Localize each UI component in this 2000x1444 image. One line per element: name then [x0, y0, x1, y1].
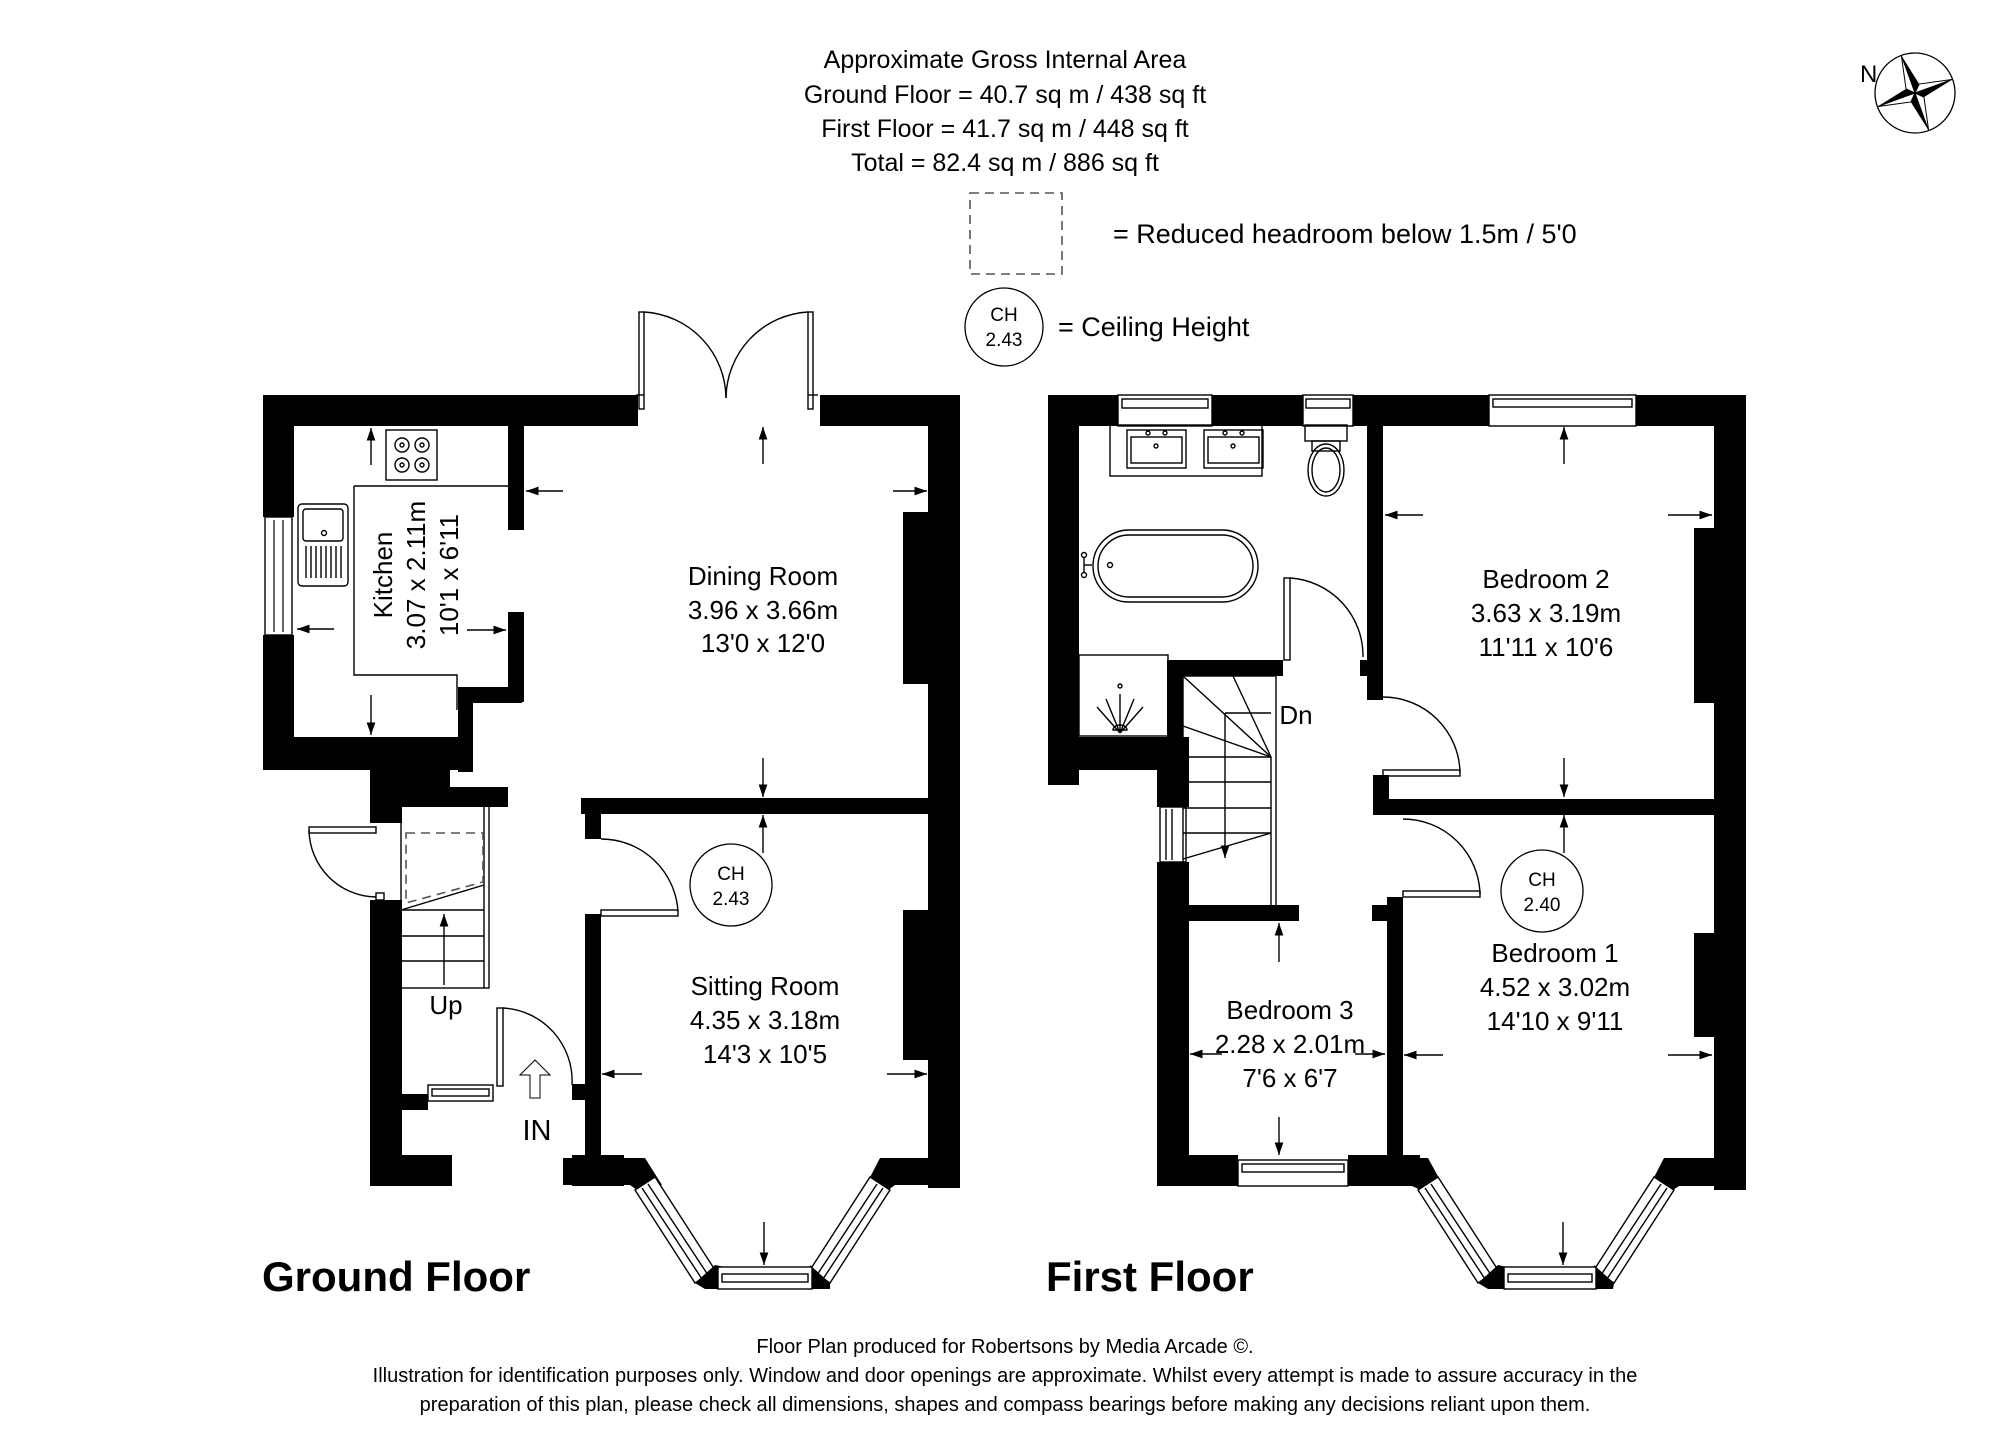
bathroom-window-2 — [1302, 394, 1354, 427]
ground-floor-title: Ground Floor — [262, 1253, 530, 1300]
ceiling-height-marker-first: CH 2.40 — [1500, 849, 1584, 933]
bedroom3-name: Bedroom 3 — [1226, 995, 1353, 1025]
kitchen-window — [264, 516, 293, 636]
dining-metric: 3.96 x 3.66m — [688, 595, 838, 625]
toilet-icon — [1304, 424, 1348, 497]
shower-icon — [1078, 654, 1169, 737]
chimney-breast-sitting — [903, 910, 929, 1060]
staircase-ground — [400, 802, 490, 989]
ground-floor-area: Ground Floor = 40.7 sq m / 438 sq ft — [804, 81, 1206, 109]
reduced-headroom-symbol — [969, 192, 1063, 275]
bedroom3-imperial: 7'6 x 6'7 — [1242, 1063, 1337, 1093]
kitchen-label: Kitchen 3.07 x 2.11m 10'1 x 6'11 — [368, 501, 464, 649]
chimney-breast-bedroom2 — [1694, 528, 1715, 703]
side-door[interactable] — [308, 826, 385, 901]
kitchen-imperial: 10'1 x 6'11 — [434, 514, 464, 636]
landing-window — [1159, 806, 1187, 863]
footer-credit: Floor Plan produced for Robertsons by Me… — [756, 1336, 1253, 1358]
bedroom2-imperial: 11'11 x 10'6 — [1479, 632, 1614, 662]
compass-rose-icon: N — [1860, 52, 1956, 134]
compass-north-label: N — [1860, 61, 1877, 88]
sitting-imperial: 14'3 x 10'5 — [703, 1039, 827, 1069]
chimney-breast-bedroom1 — [1694, 933, 1715, 1037]
stairs-up-label: Up — [429, 990, 462, 1020]
ch-symbol-top: CH — [990, 305, 1017, 326]
bedroom1-door[interactable] — [1402, 818, 1481, 898]
footer: Floor Plan produced for Robertsons by Me… — [373, 1336, 1638, 1416]
hall-window — [427, 1084, 494, 1102]
bedroom1-imperial: 14'10 x 9'11 — [1487, 1006, 1624, 1036]
first-floor-plan: Dn — [1046, 394, 1746, 1300]
chimney-breast-dining — [903, 512, 929, 684]
bathroom-window-1 — [1117, 394, 1213, 427]
ch-top-first: CH — [1528, 870, 1555, 891]
bedroom2-label: Bedroom 2 3.63 x 3.19m 11'11 x 10'6 — [1471, 564, 1621, 662]
double-basin-icon — [1109, 424, 1264, 477]
first-floor-area: First Floor = 41.7 sq m / 448 sq ft — [821, 115, 1189, 143]
footer-disclaimer-2: preparation of this plan, please check a… — [420, 1394, 1591, 1416]
area-title: Approximate Gross Internal Area — [824, 46, 1187, 74]
bedroom1-label: Bedroom 1 4.52 x 3.02m 14'10 x 9'11 — [1480, 938, 1630, 1036]
ch-value-first: 2.40 — [1524, 895, 1561, 916]
reduced-headroom-area — [405, 832, 484, 905]
french-doors[interactable] — [636, 311, 818, 410]
dining-name: Dining Room — [688, 561, 838, 591]
kitchen-metric: 3.07 x 2.11m — [401, 501, 431, 649]
entrance-arrow-icon — [518, 1059, 552, 1099]
bedroom1-name: Bedroom 1 — [1491, 938, 1618, 968]
bedroom3-label: Bedroom 3 2.28 x 2.01m 7'6 x 6'7 — [1215, 995, 1365, 1093]
first-floor-title: First Floor — [1046, 1253, 1254, 1300]
ch-top: CH — [717, 864, 744, 885]
front-door[interactable] — [496, 1007, 573, 1087]
kitchen-name: Kitchen — [368, 532, 398, 619]
bedroom1-metric: 4.52 x 3.02m — [1480, 972, 1630, 1002]
dining-imperial: 13'0 x 12'0 — [701, 628, 825, 658]
reduced-headroom-label: = Reduced headroom below 1.5m / 5'0 — [1113, 219, 1577, 249]
bedroom2-metric: 3.63 x 3.19m — [1471, 598, 1621, 628]
staircase-first — [1182, 675, 1277, 913]
bedroom2-door[interactable] — [1382, 696, 1461, 777]
ceiling-height-symbol — [964, 287, 1044, 367]
total-area: Total = 82.4 sq m / 886 sq ft — [851, 149, 1159, 177]
dining-room-label: Dining Room 3.96 x 3.66m 13'0 x 12'0 — [688, 561, 838, 658]
bedroom2-window — [1488, 394, 1637, 427]
bedroom3-metric: 2.28 x 2.01m — [1215, 1029, 1365, 1059]
ceiling-height-marker-ground: CH 2.43 — [689, 843, 773, 927]
ground-floor-plan: Kitchen 3.07 x 2.11m 10'1 x 6'11 Dining … — [262, 311, 960, 1300]
bathroom-door[interactable] — [1283, 577, 1364, 661]
sitting-room-door[interactable] — [600, 838, 679, 917]
footer-disclaimer-1: Illustration for identification purposes… — [373, 1365, 1638, 1387]
sitting-room-label: Sitting Room 4.35 x 3.18m 14'3 x 10'5 — [690, 971, 840, 1069]
hob-icon — [385, 429, 438, 481]
bathtub-icon — [1080, 529, 1259, 603]
sink-icon — [297, 503, 349, 587]
area-summary: Approximate Gross Internal Area Ground F… — [804, 46, 1206, 177]
stairs-down-label: Dn — [1279, 700, 1312, 730]
ch-symbol-value: 2.43 — [986, 330, 1023, 351]
bedroom2-name: Bedroom 2 — [1482, 564, 1609, 594]
legend: = Reduced headroom below 1.5m / 5'0 CH 2… — [964, 192, 1577, 367]
ceiling-height-label: = Ceiling Height — [1058, 312, 1250, 342]
entrance-label: IN — [523, 1115, 552, 1147]
sitting-metric: 4.35 x 3.18m — [690, 1005, 840, 1035]
ch-value: 2.43 — [713, 889, 750, 910]
sitting-name: Sitting Room — [691, 971, 840, 1001]
